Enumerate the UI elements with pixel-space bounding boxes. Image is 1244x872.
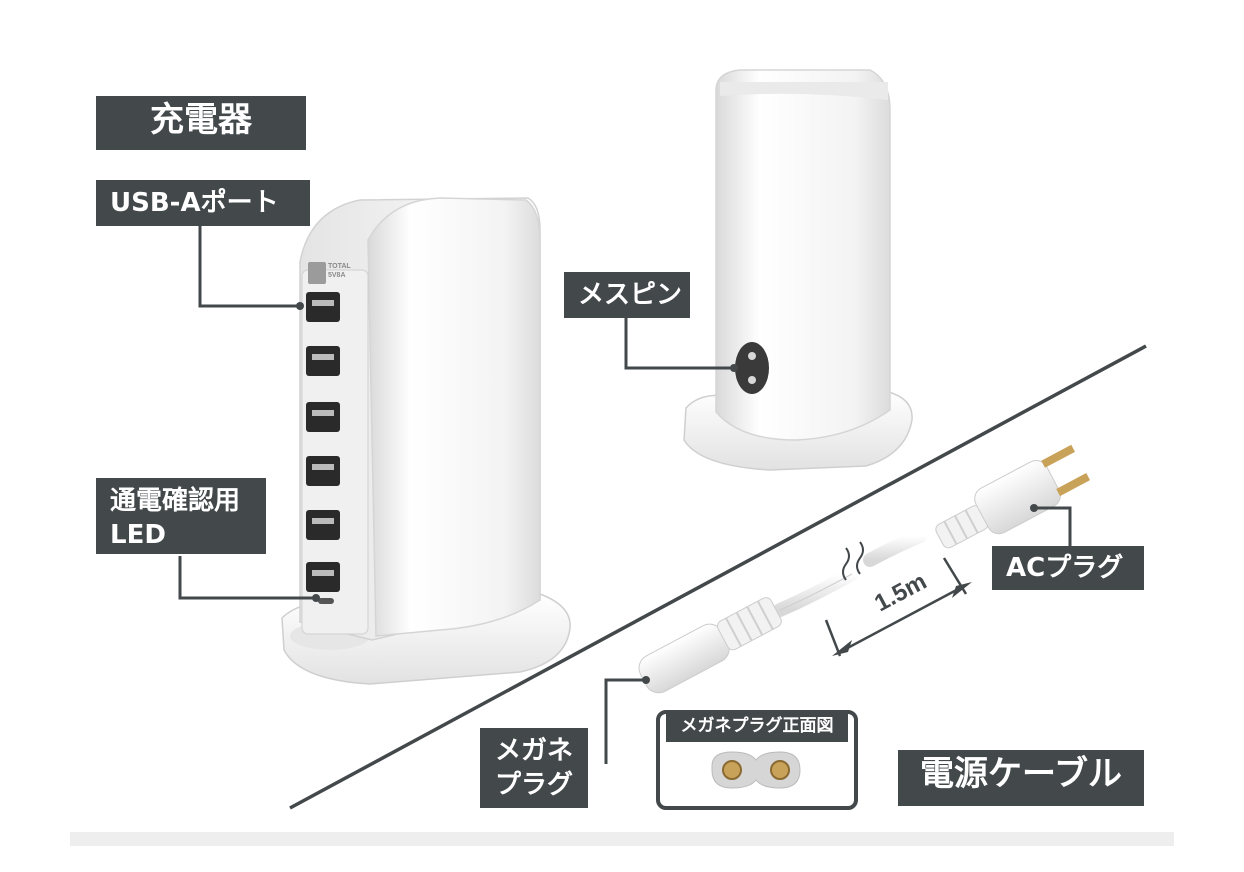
cable-length-label: 1.5m [870,568,931,618]
led-label-line1: 通電確認用 [110,486,241,516]
charger-title: 充電器 [96,96,306,150]
leader-glasses [604,678,646,764]
ac-plug [935,444,1091,549]
glasses-plug-front-view: メガネプラグ正面図 [656,710,858,810]
logo-badge [308,262,326,284]
leader-lines [178,222,1072,764]
device-badge-line2: 5V8A [328,272,346,279]
length-dimension [824,557,972,657]
female-pin-label: メスピン [564,272,690,318]
led-label: 通電確認用 LED [96,478,266,554]
usb-port [306,346,340,376]
power-led [318,598,334,604]
charger-main-body [367,197,541,637]
leader-ac-plug [1034,506,1072,548]
power-cable-title: 電源ケーブル [898,750,1144,806]
usb-port [306,510,340,540]
glasses-plug-face [711,751,801,789]
glasses-plug-label: メガネ プラグ [480,728,588,808]
leader-led [178,556,316,600]
usb-port [306,562,340,592]
divider-line [289,344,1147,810]
usb-port [306,456,340,486]
leader-usb [198,222,300,308]
device-badge-text: TOTAL 5V8A [328,262,351,280]
glasses-plug-line1: メガネ [494,736,573,766]
usb-ports [306,292,340,604]
ac-plug-label: ACプラグ [992,546,1144,590]
leader-female-pin [624,316,734,370]
usb-port-label: USB-Aポート [96,180,310,226]
glasses-plug [638,597,782,694]
charger-front-view [281,197,571,685]
device-badge-line1: TOTAL [328,263,351,270]
floor-shadow [70,832,1174,846]
charger-back-view [683,69,913,471]
power-cable [638,444,1091,694]
usb-port [306,292,340,322]
female-pin-socket [735,342,769,394]
led-label-line2: LED [110,520,166,550]
usb-port [306,402,340,432]
glasses-plug-line2: プラグ [494,770,573,800]
glasses-plug-front-title: メガネプラグ正面図 [666,710,848,742]
